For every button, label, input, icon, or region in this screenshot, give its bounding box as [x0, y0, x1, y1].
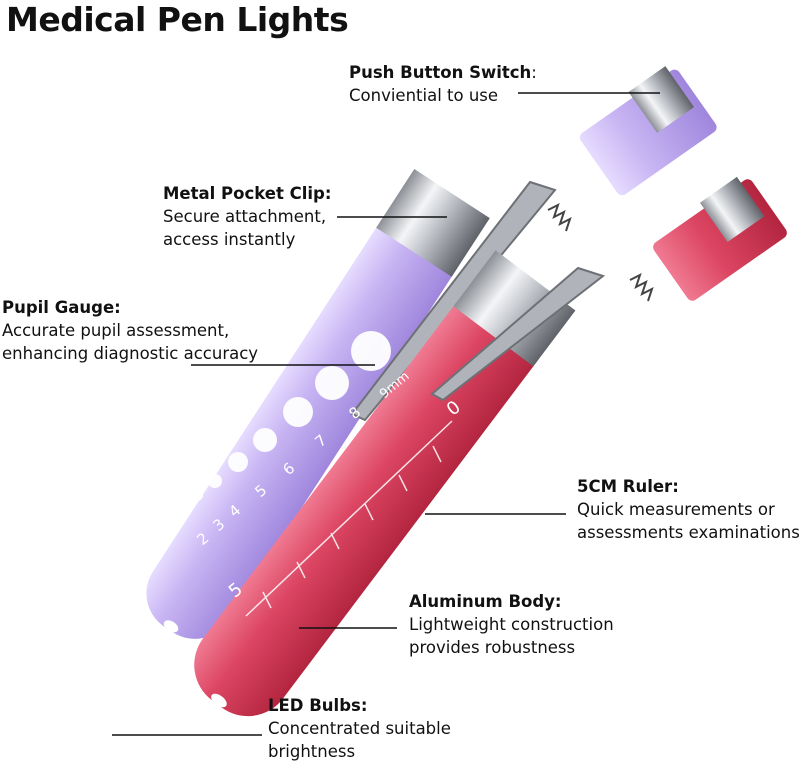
purple-switch-cap: [579, 66, 717, 196]
purple-spring: [547, 203, 572, 232]
gauge-mark: 6: [279, 459, 299, 479]
red-pocket-clip: [430, 266, 606, 402]
callout-line: Accurate pupil assessment,: [2, 321, 230, 340]
gauge-mark: 2: [193, 529, 213, 549]
callout-metal-pocket-clip: Metal Pocket Clip: Secure attachment, ac…: [163, 182, 331, 251]
callout-heading-suffix: :: [531, 63, 537, 82]
callout-line: brightness: [268, 742, 356, 761]
pupil-gauge-dots: [176, 331, 391, 517]
callout-led-bulbs: LED Bulbs: Concentrated suitable brightn…: [268, 694, 451, 763]
gauge-number-labels: 2 3 4 5 6 7 8 9mm: [193, 368, 426, 550]
callout-line: access instantly: [163, 230, 296, 249]
callout-heading: Metal Pocket Clip:: [163, 184, 332, 203]
callout-line: assessments examinations: [577, 523, 800, 542]
gauge-mark: 5: [251, 481, 271, 501]
callout-aluminum-body: Aluminum Body: Lightweight construction …: [409, 590, 614, 659]
purple-pocket-clip: [350, 180, 557, 422]
callout-line: enhancing diagnostic accuracy: [2, 344, 259, 363]
red-switch-cap: [653, 176, 787, 301]
callout-heading: Push Button Switch: [349, 63, 532, 82]
callout-line: provides robustness: [409, 638, 576, 657]
callout-line: Lightweight construction: [409, 615, 614, 634]
gauge-mark: 3: [209, 515, 229, 535]
callout-heading: LED Bulbs:: [268, 696, 368, 715]
callout-push-button-switch: Push Button Switch: Conviential to use: [349, 61, 537, 107]
page-title: Medical Pen Lights: [6, 0, 349, 39]
leader-lines: [112, 92, 660, 736]
callout-pupil-gauge: Pupil Gauge: Accurate pupil assessment, …: [2, 296, 258, 365]
gauge-mark: 9mm: [377, 368, 413, 403]
gauge-mark: 8: [345, 403, 365, 423]
ruler-ticks: [245, 420, 453, 617]
callout-5cm-ruler: 5CM Ruler: Quick measurements or assessm…: [577, 475, 800, 544]
callout-line: Quick measurements or: [577, 500, 775, 519]
callout-heading: Aluminum Body:: [409, 592, 562, 611]
callout-heading: 5CM Ruler:: [577, 477, 679, 496]
red-pen-body: [194, 250, 576, 717]
callout-line: Concentrated suitable: [268, 719, 451, 738]
gauge-mark: 4: [225, 501, 245, 521]
callout-line: Secure attachment,: [163, 207, 327, 226]
callout-line: Conviential to use: [349, 86, 499, 105]
callout-heading: Pupil Gauge:: [2, 298, 121, 317]
gauge-mark: 7: [311, 431, 331, 451]
red-spring: [629, 273, 654, 302]
